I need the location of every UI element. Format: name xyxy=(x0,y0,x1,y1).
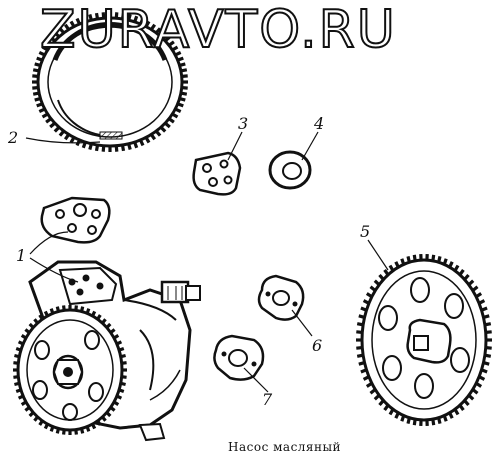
leader-lines xyxy=(25,131,389,393)
ring-gear-part-2 xyxy=(32,12,188,152)
callout-6: 6 xyxy=(312,336,323,355)
flange-gasket-part-7 xyxy=(213,334,265,381)
callout-5: 5 xyxy=(360,222,371,241)
callout-1: 1 xyxy=(16,246,27,265)
flange-gasket-part-6 xyxy=(257,274,305,321)
diagram-caption: Насос масляный xyxy=(228,440,342,454)
gasket-part-3 xyxy=(192,151,242,196)
watermark: ZURAVTO.RU xyxy=(39,0,397,61)
pump-drive-gear xyxy=(13,305,127,435)
gasket-part-1 xyxy=(40,196,111,244)
callout-2: 2 xyxy=(8,128,19,147)
spur-gear-part-5 xyxy=(356,254,492,426)
washer-part-4 xyxy=(268,150,312,190)
callout-3: 3 xyxy=(238,114,249,133)
callout-4: 4 xyxy=(314,114,325,133)
callout-7: 7 xyxy=(262,390,273,409)
